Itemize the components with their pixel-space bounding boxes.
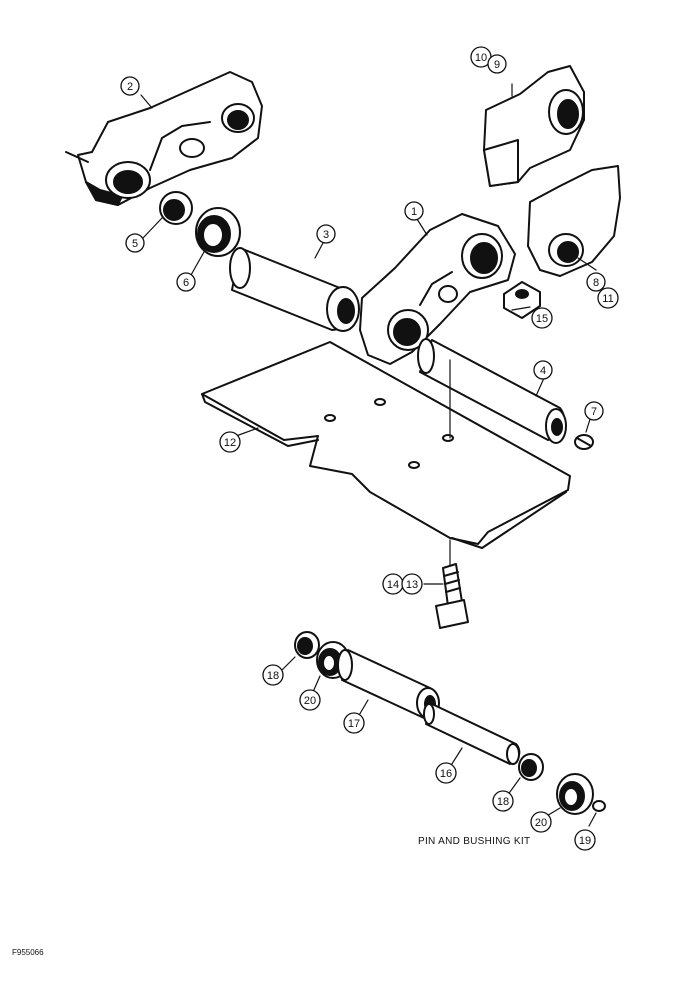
callout-12: 12 [219,431,241,453]
track-shoe-part [201,341,571,549]
seal-assembly-part [195,207,241,257]
kit-seal-assembly-lower-part [556,773,594,815]
track-link-right-part [359,213,516,365]
callout-19: 19 [574,829,596,851]
svg-text:19: 19 [579,835,591,847]
pin-part [417,338,567,444]
figure-code: F955066 [12,948,44,957]
callout-4: 4 [533,360,553,380]
bushing-part [229,247,360,332]
callout-8: 8 [586,272,606,292]
svg-text:4: 4 [540,365,546,377]
callout-labels: 2 5 6 3 1 15 10 9 8 11 4 7 12 14 13 18 2… [120,46,619,851]
leader-lines [140,83,597,827]
svg-text:18: 18 [497,796,509,808]
kit-caption: PIN AND BUSHING KIT [418,836,531,847]
svg-text:14: 14 [387,579,399,591]
kit-pin-part [423,703,521,765]
svg-text:20: 20 [535,817,547,829]
callout-10: 10 [470,46,492,68]
svg-text:20: 20 [304,695,316,707]
callout-3: 3 [316,224,336,244]
svg-text:8: 8 [593,277,599,289]
svg-text:6: 6 [183,277,189,289]
callout-18-upper: 18 [262,664,284,686]
svg-text:15: 15 [536,313,548,325]
svg-text:9: 9 [494,59,500,71]
svg-text:16: 16 [440,768,452,780]
callout-15: 15 [531,307,553,329]
svg-text:5: 5 [132,238,138,250]
svg-text:18: 18 [267,670,279,682]
callout-20-lower: 20 [530,811,552,833]
callout-1: 1 [404,201,424,221]
svg-text:12: 12 [224,437,236,449]
callout-9: 9 [487,54,507,74]
callout-17: 17 [343,712,365,734]
callout-5: 5 [125,233,145,253]
callout-13: 13 [401,573,423,595]
kit-bushing-part [337,649,440,719]
kit-seal-ring-lower-part [518,753,544,781]
callout-18-lower: 18 [492,790,514,812]
svg-text:3: 3 [323,229,329,241]
kit-seal-ring-upper-part [294,631,320,659]
callout-2: 2 [120,76,140,96]
shoe-bolt-part [435,563,469,629]
callout-11: 11 [597,287,619,309]
nut-part [503,281,541,319]
master-link-upper-part [483,65,585,187]
callout-16: 16 [435,762,457,784]
svg-text:1: 1 [411,206,417,218]
kit-plug-part [592,800,606,812]
seal-ring-part [159,191,193,225]
track-link-left-part [65,71,263,206]
callout-7: 7 [584,401,604,421]
callout-20-upper: 20 [299,689,321,711]
master-link-lower-part [527,165,621,277]
svg-text:10: 10 [475,52,487,64]
callout-6: 6 [176,272,196,292]
svg-text:17: 17 [348,718,360,730]
plug-part [574,434,594,450]
callout-14: 14 [382,573,404,595]
svg-text:11: 11 [602,293,613,305]
svg-text:7: 7 [591,406,597,418]
svg-text:2: 2 [127,81,133,93]
svg-text:13: 13 [406,579,418,591]
